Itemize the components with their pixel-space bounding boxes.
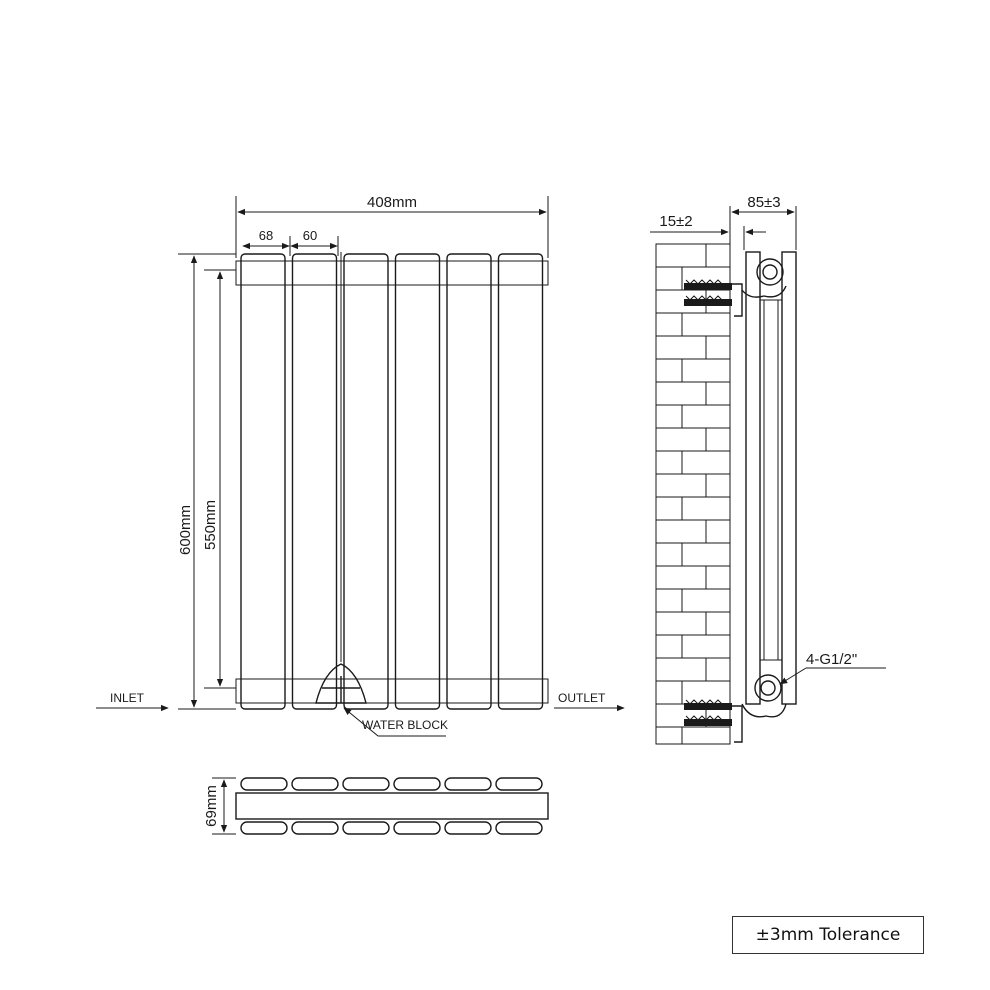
plan-tube-top <box>393 777 441 791</box>
bottom-fixings <box>684 699 732 726</box>
front-panel <box>240 253 286 710</box>
bottom-bracket <box>730 705 743 743</box>
plan-tubes <box>240 777 543 835</box>
gap-width-label: 60 <box>303 228 317 243</box>
side-view: 15±2 85±3 4-G1/2" <box>650 194 886 745</box>
front-panel <box>343 253 389 710</box>
front-view: 408mm 68 60 600mm 550mm INLET OUTLET WAT… <box>96 194 625 737</box>
plan-tube-top <box>342 777 390 791</box>
bottom-connection <box>754 674 782 702</box>
plan-tube-bottom <box>393 821 441 835</box>
plan-tube-bottom <box>342 821 390 835</box>
front-panel <box>291 253 338 710</box>
thread-label: 4-G1/2" <box>806 651 857 668</box>
water-block <box>315 252 367 704</box>
plan-tube-top <box>291 777 339 791</box>
tolerance-note: ±3mm Tolerance <box>732 916 924 954</box>
plan-tube-bottom <box>291 821 339 835</box>
plan-header <box>235 792 549 820</box>
front-panels <box>240 253 544 710</box>
plan-tube-bottom <box>444 821 492 835</box>
water-block-label: WATER BLOCK <box>362 718 448 732</box>
plan-tube-top <box>495 777 543 791</box>
front-panel <box>446 253 492 710</box>
radiator-front-plate <box>781 251 797 705</box>
panel-width-label: 68 <box>259 228 273 243</box>
tolerance-text: ±3mm Tolerance <box>755 925 901 945</box>
plan-depth-label: 69mm <box>203 785 220 827</box>
overall-width-label: 408mm <box>367 194 417 211</box>
outlet-label: OUTLET <box>558 691 606 705</box>
plan-tube-top <box>240 777 288 791</box>
wall-gap-label: 15±2 <box>659 213 692 230</box>
wall <box>655 243 731 745</box>
top-connection <box>756 258 784 286</box>
centres-height-label: 550mm <box>202 500 219 550</box>
top-fixings <box>684 279 732 306</box>
plan-tube-bottom <box>495 821 543 835</box>
plan-tube-top <box>444 777 492 791</box>
radiator-back-plate <box>745 251 761 705</box>
plan-view: 69mm <box>203 777 549 835</box>
inlet-label: INLET <box>110 691 145 705</box>
top-bracket <box>730 283 743 317</box>
front-panel <box>394 253 441 710</box>
bottom-header <box>235 678 549 704</box>
depth-label: 85±3 <box>747 194 780 211</box>
top-header <box>235 260 549 286</box>
front-panel <box>497 253 544 710</box>
overall-height-label: 600mm <box>177 505 194 555</box>
wall-bricks <box>656 244 730 744</box>
plan-tube-bottom <box>240 821 288 835</box>
